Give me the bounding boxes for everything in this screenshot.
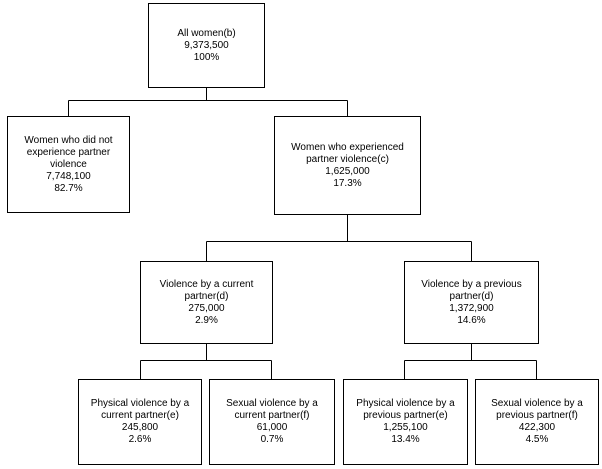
node-label: Sexual violence by a current partner(f)	[226, 398, 318, 421]
node-count: 9,373,500	[184, 39, 229, 51]
node-label: Physical violence by a current partner(e…	[90, 398, 190, 421]
node-label: Women who experienced partner violence(c…	[291, 141, 404, 165]
node-percent: 13.4%	[391, 434, 420, 445]
node-current-physical: Physical violence by a current partner(e…	[78, 379, 202, 465]
node-count: 245,800	[121, 422, 159, 433]
node-count: 1,625,000	[325, 165, 370, 177]
node-current-partner: Violence by a current partner(d) 275,000…	[140, 261, 273, 344]
node-no-partner-violence: Women who did not experience partner vio…	[7, 116, 130, 213]
node-count: 7,748,100	[46, 170, 91, 182]
node-previous-sexual: Sexual violence by a previous partner(f)…	[475, 379, 599, 465]
node-partner-violence: Women who experienced partner violence(c…	[274, 116, 421, 215]
node-count: 275,000	[188, 302, 225, 314]
node-previous-physical: Physical violence by a previous partner(…	[343, 379, 468, 465]
node-percent: 0.7%	[260, 434, 284, 445]
node-percent: 17.3%	[333, 177, 362, 189]
node-percent: 4.5%	[525, 434, 549, 445]
node-label: Violence by a previous partner(d)	[421, 278, 522, 302]
node-percent: 2.6%	[128, 434, 152, 445]
node-label: Violence by a current partner(d)	[159, 278, 254, 302]
node-label: Women who did not experience partner vio…	[24, 134, 113, 170]
node-label: All women(b)	[177, 27, 236, 39]
node-count: 422,300	[518, 422, 556, 433]
node-previous-partner: Violence by a previous partner(d) 1,372,…	[404, 261, 539, 344]
node-percent: 82.7%	[54, 182, 83, 194]
node-count: 61,000	[256, 422, 288, 433]
node-percent: 100%	[193, 51, 220, 63]
node-all-women: All women(b) 9,373,500 100%	[148, 3, 265, 88]
node-count: 1,255,100	[383, 422, 428, 433]
node-current-sexual: Sexual violence by a current partner(f) …	[209, 379, 335, 465]
node-percent: 14.6%	[457, 314, 486, 326]
node-percent: 2.9%	[195, 314, 218, 326]
node-count: 1,372,900	[449, 302, 494, 314]
node-label: Physical violence by a previous partner(…	[356, 398, 455, 421]
node-label: Sexual violence by a previous partner(f)	[491, 398, 583, 421]
